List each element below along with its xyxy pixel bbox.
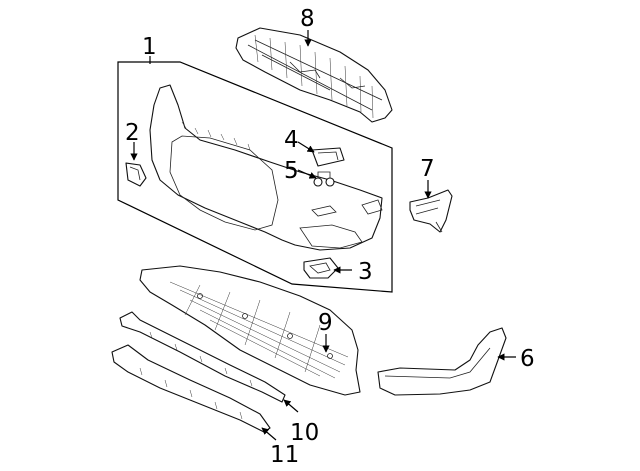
callout-numbers: 1 2 3 4 5 6 7 8 9 10 11 [125,6,535,468]
energy-absorber [235,27,393,123]
callout-2: 2 [125,120,140,146]
callout-8: 8 [300,6,315,32]
callout-11: 11 [270,442,299,468]
bumper-panel-box [117,61,393,293]
clips [313,171,335,187]
bumper-cover [149,84,383,251]
callout-7: 7 [420,156,435,182]
under-cover [139,265,361,396]
right-bracket [409,189,453,233]
callout-6: 6 [520,346,535,372]
license-plate-cover [311,147,345,167]
callout-10: 10 [290,420,319,446]
upper-lip-spoiler [119,311,286,403]
callout-5: 5 [284,158,299,184]
right-deflector [377,327,507,396]
callout-1: 1 [142,34,157,60]
tow-hook-cover [303,257,339,279]
callout-4: 4 [284,127,299,153]
left-bracket [125,162,147,187]
callout-9: 9 [318,310,333,336]
callout-3: 3 [358,259,373,285]
leader-lines [130,30,516,441]
